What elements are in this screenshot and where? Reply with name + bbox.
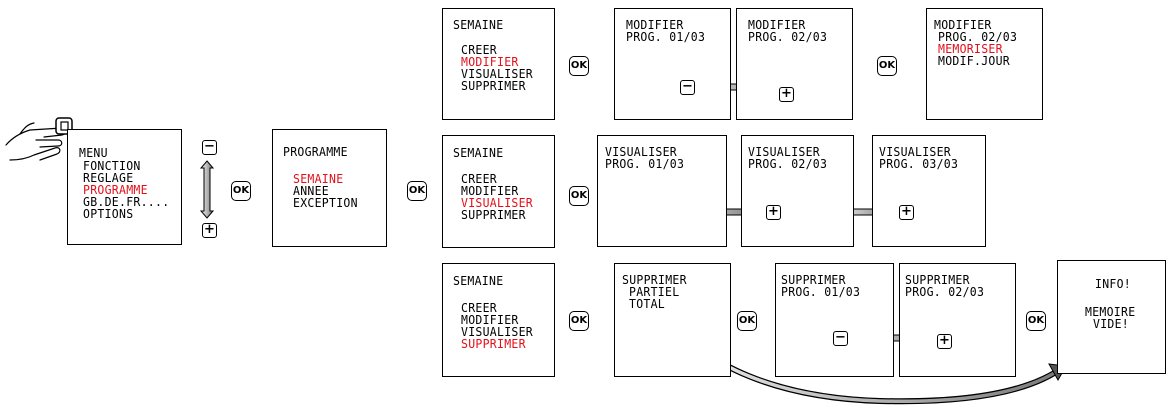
supprimer-prog-02-screen: SUPPRIMER PROG. 02/03 bbox=[899, 263, 1016, 377]
ok-button-memoriser: OK bbox=[877, 56, 897, 76]
supprimer-item-total: TOTAL bbox=[629, 296, 666, 311]
semaine-item-modifier: MODIFIER bbox=[461, 54, 519, 69]
semaine-title: SEMAINE bbox=[453, 17, 504, 32]
menu-item-fonction: FONCTION bbox=[83, 158, 141, 173]
semaine-item-visualiser: VISUALISER bbox=[461, 66, 534, 81]
semaine-modifier-screen: SEMAINE CREER MODIFIER VISUALISER SUPPRI… bbox=[442, 8, 555, 120]
programme-item-annee: ANNEE bbox=[293, 183, 330, 198]
modifier-memoriser-screen: MODIFIER PROG. 02/03 MEMORISER MODIF.JOU… bbox=[926, 8, 1043, 120]
menu-title: MENU bbox=[79, 145, 108, 160]
modifier-prog-label: PROG. 02/03 bbox=[748, 29, 828, 44]
semaine-item-creer: CREER bbox=[461, 300, 498, 315]
semaine-supprimer-screen: SEMAINE CREER MODIFIER VISUALISER SUPPRI… bbox=[442, 263, 555, 377]
programme-item-exception: EXCEPTION bbox=[293, 195, 358, 210]
semaine-item-creer: CREER bbox=[461, 42, 498, 57]
visualiser-prog-label: PROG. 03/03 bbox=[879, 156, 959, 171]
supprimer-title: SUPPRIMER bbox=[781, 272, 846, 287]
up-down-arrow bbox=[199, 160, 215, 219]
info-vide: VIDE! bbox=[1093, 316, 1130, 331]
modifier-item-modif-jour: MODIF.JOUR bbox=[938, 53, 1011, 68]
semaine-item-modifier: MODIFIER bbox=[461, 183, 519, 198]
semaine-item-modifier: MODIFIER bbox=[461, 312, 519, 327]
supprimer-prog-label: PROG. 01/03 bbox=[781, 284, 861, 299]
ok-button-supprimer: OK bbox=[569, 311, 589, 331]
semaine-item-supprimer: SUPPRIMER bbox=[461, 336, 526, 351]
supprimer-title: SUPPRIMER bbox=[622, 272, 687, 287]
modifier-prog-02-screen: MODIFIER PROG. 02/03 bbox=[736, 8, 853, 120]
supprimer-prog-01-screen: SUPPRIMER PROG. 01/03 bbox=[775, 263, 894, 377]
minus-button: − bbox=[202, 140, 217, 155]
visualiser-prog-03-screen: VISUALISER PROG. 03/03 bbox=[872, 135, 986, 247]
modifier-title: MODIFIER bbox=[934, 17, 992, 32]
semaine-item-visualiser: VISUALISER bbox=[461, 324, 534, 339]
modifier-prog-label: PROG. 02/03 bbox=[938, 29, 1018, 44]
plus-button: + bbox=[937, 334, 952, 349]
supprimer-menu-screen: SUPPRIMER PARTIEL TOTAL bbox=[614, 263, 731, 377]
plus-button: + bbox=[202, 223, 217, 238]
minus-button: − bbox=[680, 80, 695, 95]
semaine-visualiser-screen: SEMAINE CREER MODIFIER VISUALISER SUPPRI… bbox=[442, 135, 555, 248]
modifier-title: MODIFIER bbox=[626, 17, 684, 32]
visualiser-prog-01-screen: VISUALISER PROG. 01/03 bbox=[597, 135, 727, 247]
supprimer-prog-label: PROG. 02/03 bbox=[905, 284, 985, 299]
semaine-item-supprimer: SUPPRIMER bbox=[461, 207, 526, 222]
visualiser-prog-02-screen: VISUALISER PROG. 02/03 bbox=[741, 135, 854, 247]
plus-button: + bbox=[766, 205, 781, 220]
semaine-title: SEMAINE bbox=[453, 145, 504, 160]
programme-screen: PROGRAMME SEMAINE ANNEE EXCEPTION bbox=[272, 129, 387, 247]
ok-button-info: OK bbox=[1026, 311, 1046, 331]
info-title: INFO! bbox=[1095, 276, 1132, 291]
visualiser-title: VISUALISER bbox=[605, 144, 678, 159]
modifier-prog-label: PROG. 01/03 bbox=[626, 29, 706, 44]
programme-title: PROGRAMME bbox=[283, 144, 348, 159]
plus-button: + bbox=[779, 87, 794, 102]
menu-item-reglage: REGLAGE bbox=[83, 170, 134, 185]
plus-button: + bbox=[899, 205, 914, 220]
menu-item-options: OPTIONS bbox=[83, 206, 134, 221]
programme-item-semaine: SEMAINE bbox=[293, 171, 344, 186]
visualiser-prog-label: PROG. 02/03 bbox=[748, 156, 828, 171]
visualiser-title: VISUALISER bbox=[879, 144, 952, 159]
ok-button-total: OK bbox=[737, 311, 757, 331]
semaine-item-supprimer: SUPPRIMER bbox=[461, 78, 526, 93]
ok-button-visualiser: OK bbox=[569, 186, 589, 206]
modifier-prog-01-screen: MODIFIER PROG. 01/03 bbox=[614, 8, 731, 120]
info-screen: INFO! MEMOIRE VIDE! bbox=[1057, 260, 1166, 374]
ok-button-1: OK bbox=[231, 181, 251, 201]
supprimer-title: SUPPRIMER bbox=[905, 272, 970, 287]
modifier-item-memoriser: MEMORISER bbox=[938, 41, 1003, 56]
supprimer-item-partiel: PARTIEL bbox=[629, 284, 680, 299]
visualiser-title: VISUALISER bbox=[748, 144, 821, 159]
menu-item-languages: GB.DE.FR.... bbox=[83, 194, 170, 209]
ok-button-2: OK bbox=[407, 181, 427, 201]
info-memoire: MEMOIRE bbox=[1085, 304, 1136, 319]
semaine-item-visualiser: VISUALISER bbox=[461, 195, 534, 210]
menu-screen: MENU FONCTION REGLAGE PROGRAMME GB.DE.FR… bbox=[67, 129, 182, 245]
semaine-title: SEMAINE bbox=[453, 273, 504, 288]
menu-item-programme: PROGRAMME bbox=[83, 182, 148, 197]
semaine-item-creer: CREER bbox=[461, 171, 498, 186]
modifier-title: MODIFIER bbox=[748, 17, 806, 32]
ok-button-modifier: OK bbox=[569, 56, 589, 76]
minus-button: − bbox=[833, 331, 848, 346]
visualiser-prog-label: PROG. 01/03 bbox=[605, 156, 685, 171]
